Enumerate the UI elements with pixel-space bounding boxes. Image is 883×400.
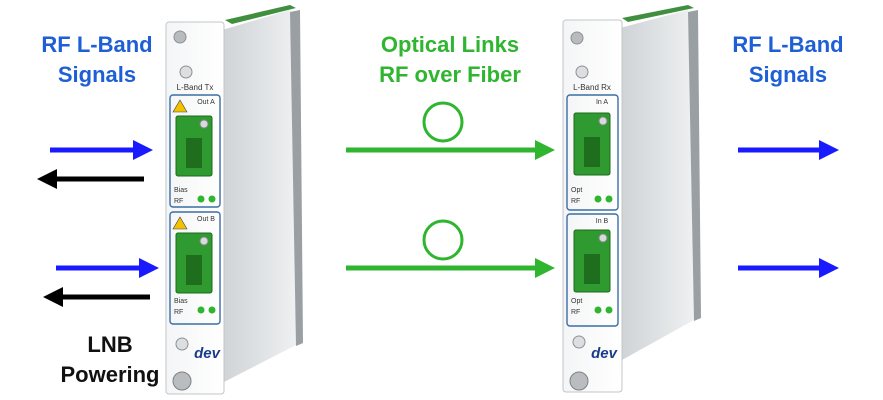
tx-port-a-label: Out A — [197, 99, 215, 106]
tx-module: L-Band Tx Out A Bias RF Out B Bias RF de… — [165, 5, 303, 395]
tx-port-b-led-bias-icon — [197, 306, 205, 314]
optical-links-label-line1: Optical Links — [380, 32, 520, 57]
tx-rail — [290, 10, 303, 346]
tx-upper-screw-icon — [179, 65, 193, 79]
tx-side-panel — [222, 10, 296, 382]
optical-links-label-line2: RF over Fiber — [379, 62, 521, 87]
rx-port-b-screw-icon — [598, 233, 608, 243]
tx-port-a-screw-icon — [199, 119, 209, 129]
tx-port-a-led-rf-icon — [208, 195, 216, 203]
rx-port-b-frame — [566, 213, 619, 327]
rx-port-b-led-rf-icon — [605, 306, 613, 314]
rf-output-label-line2: Signals — [748, 62, 828, 87]
rf-input-label: RF L-Band Signals — [22, 30, 172, 90]
tx-port-b-screw-icon — [199, 236, 209, 246]
tx-front-panel — [165, 21, 225, 395]
tx-module-title: L-Band Tx — [177, 83, 214, 92]
tx-port-b-led-label-2: RF — [174, 309, 183, 316]
rx-port-b-connector-slot — [584, 254, 600, 284]
rx-pcb-edge — [622, 5, 694, 22]
rx-top-screw-icon — [570, 31, 584, 45]
rx-port-b-label: In B — [596, 218, 609, 225]
tx-port-b-led-rf-icon — [208, 306, 216, 314]
rx-module: L-Band Rx In A Opt RF In B Opt RF dev — [562, 5, 701, 393]
rx-module-title: L-Band Rx — [573, 83, 611, 92]
rx-upper-screw-icon — [575, 65, 589, 79]
rx-port-a-led-rf-icon — [605, 195, 613, 203]
tx-lower-screw-icon — [175, 337, 189, 351]
tx-bottom-knob-icon[interactable] — [172, 371, 192, 391]
optical-fiber-loop-a-icon — [422, 101, 464, 143]
rx-bottom-knob-icon[interactable] — [569, 371, 589, 391]
lnb-powering-label-line2: Powering — [60, 362, 160, 387]
optical-fiber-loop-b-icon — [422, 219, 464, 261]
rf-input-label-line2: Signals — [57, 62, 137, 87]
lnb-powering-label: LNB Powering — [45, 330, 175, 390]
rx-logo: dev — [591, 345, 619, 362]
tx-port-a-frame — [169, 94, 221, 208]
rx-port-b-led-label-2: RF — [571, 309, 580, 316]
rx-front-panel — [562, 19, 623, 393]
rx-port-a-screw-icon — [598, 116, 608, 126]
rx-port-a-led-label-1: Opt — [571, 187, 582, 194]
rx-port-a-label: In A — [596, 99, 608, 106]
tx-port-a-led-label-2: RF — [174, 198, 183, 205]
tx-top-screw-icon — [173, 30, 187, 44]
tx-port-b-frame — [169, 211, 221, 325]
rx-port-a-connector-slot — [584, 137, 600, 167]
optical-links-label: Optical Links RF over Fiber — [335, 30, 565, 90]
rf-output-label-line1: RF L-Band — [732, 32, 844, 57]
rx-lower-screw-icon — [572, 335, 586, 349]
tx-port-a-laser-warning-icon — [172, 99, 188, 113]
rx-port-a-frame — [566, 94, 619, 211]
rx-port-b-led-label-1: Opt — [571, 298, 582, 305]
rx-port-b-led-opt-icon — [594, 306, 602, 314]
lnb-powering-label-line1: LNB — [87, 332, 133, 357]
tx-port-b-label: Out B — [197, 216, 215, 223]
tx-port-b-laser-warning-icon — [172, 216, 188, 230]
tx-port-b-connector-slot — [186, 255, 202, 285]
rf-input-label-line1: RF L-Band — [41, 32, 153, 57]
tx-port-a-led-bias-icon — [197, 195, 205, 203]
rf-output-label: RF L-Band Signals — [713, 30, 863, 90]
rx-port-a-led-opt-icon — [594, 195, 602, 203]
tx-port-a-led-label-1: Bias — [174, 187, 188, 194]
rx-rail — [688, 10, 701, 321]
rx-side-panel — [620, 10, 694, 360]
tx-port-b-led-label-1: Bias — [174, 298, 188, 305]
tx-logo: dev — [194, 345, 222, 362]
rx-port-a-led-label-2: RF — [571, 198, 580, 205]
tx-pcb-edge — [225, 5, 296, 24]
tx-port-a-connector-slot — [186, 138, 202, 168]
